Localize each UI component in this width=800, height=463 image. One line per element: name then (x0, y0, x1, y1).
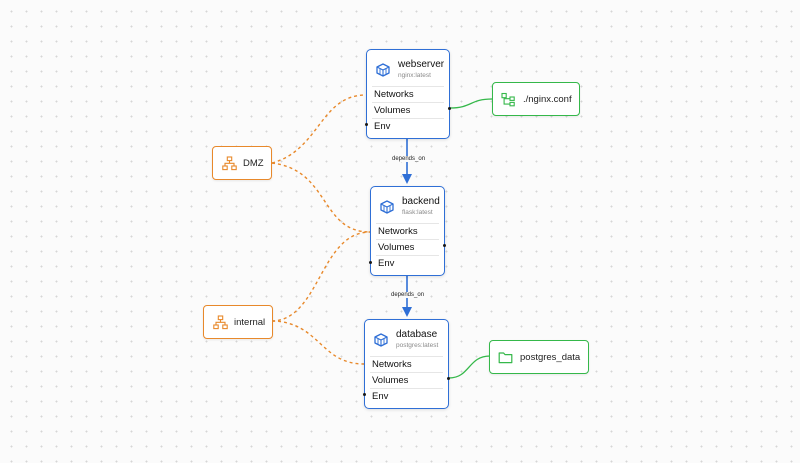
file-tree-icon (501, 92, 516, 107)
connection-port[interactable] (365, 123, 368, 126)
service-row-networks[interactable]: Networks (372, 86, 444, 102)
service-row-volumes[interactable]: Volumes (376, 239, 439, 255)
dependency-label: depends_on (390, 292, 426, 298)
volume-name: ./nginx.conf (523, 94, 572, 105)
service-row-env[interactable]: Env (376, 255, 439, 271)
service-image: nginx:latest (398, 72, 431, 79)
volume-node-nginx-conf[interactable]: ./nginx.conf (492, 82, 580, 116)
dependency-label: depends_on (391, 156, 427, 162)
network-edge-dmz-webserver[interactable] (271, 94, 367, 164)
network-edge-dmz-backend[interactable] (271, 162, 371, 233)
service-row-env[interactable]: Env (372, 118, 444, 134)
network-name: DMZ (243, 158, 264, 169)
service-image: flask:latest (402, 209, 433, 216)
volume-name: postgres_data (520, 352, 581, 363)
volume-edge-database-postgres-data[interactable] (448, 355, 491, 379)
service-node-backend[interactable]: backend flask:latest Networks Volumes En… (369, 186, 446, 276)
volume-node-postgres-data[interactable]: postgres_data (489, 340, 589, 374)
folder-icon (498, 350, 513, 365)
container-icon (373, 332, 389, 348)
network-edge-internal-backend[interactable] (271, 231, 371, 322)
container-icon (379, 199, 395, 215)
connection-port[interactable] (448, 107, 451, 110)
service-row-networks[interactable]: Networks (376, 223, 439, 239)
network-hierarchy-icon (213, 315, 228, 330)
service-node-webserver[interactable]: webserver nginx:latest Networks Volumes … (365, 49, 451, 139)
connection-port[interactable] (369, 261, 372, 264)
service-node-database[interactable]: database postgres:latest Networks Volume… (363, 319, 450, 409)
connection-port[interactable] (447, 377, 450, 380)
container-icon (375, 62, 391, 78)
network-node-internal[interactable]: internal (203, 305, 273, 339)
service-image: postgres:latest (396, 342, 439, 349)
network-node-dmz[interactable]: DMZ (212, 146, 272, 180)
connection-port[interactable] (363, 393, 366, 396)
service-row-networks[interactable]: Networks (370, 356, 443, 372)
service-row-volumes[interactable]: Volumes (370, 372, 443, 388)
network-name: internal (234, 317, 266, 328)
service-row-env[interactable]: Env (370, 388, 443, 404)
network-edge-internal-database[interactable] (271, 320, 365, 365)
service-name: webserver (398, 59, 445, 70)
service-name: database (396, 329, 438, 340)
connection-port[interactable] (443, 244, 446, 247)
network-hierarchy-icon (222, 156, 237, 171)
volume-edge-webserver-nginx-conf[interactable] (449, 98, 493, 109)
service-name: backend (402, 196, 440, 207)
service-row-volumes[interactable]: Volumes (372, 102, 444, 118)
